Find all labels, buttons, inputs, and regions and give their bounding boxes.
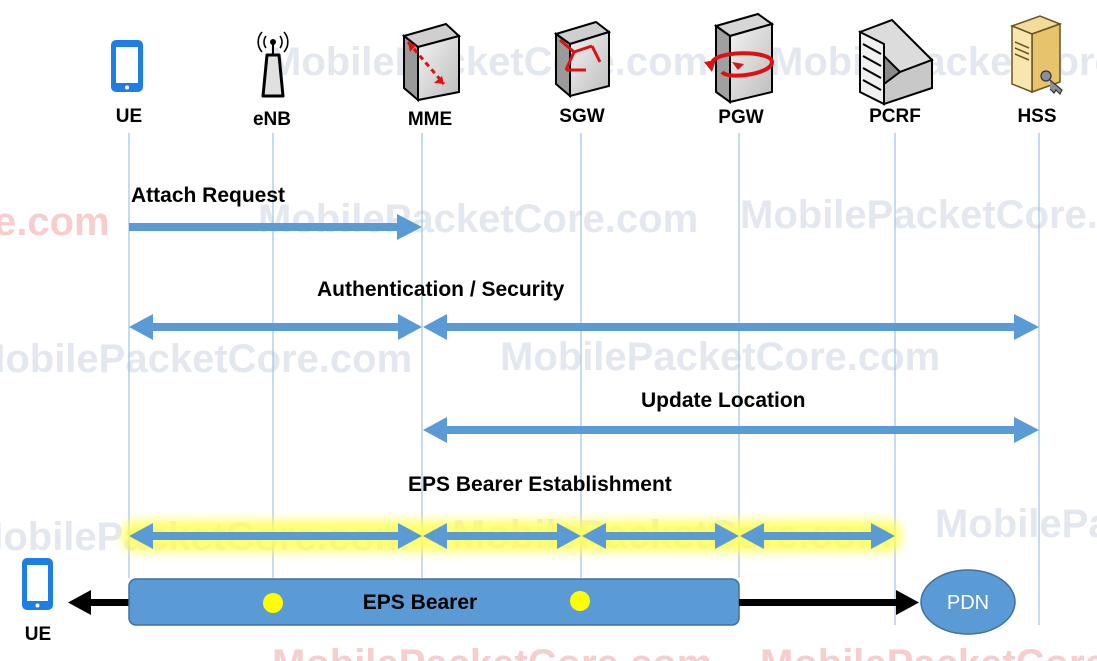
tower-server-key-icon bbox=[1009, 15, 1063, 96]
ue-endpoint-label: UE bbox=[25, 624, 51, 645]
server-rack-icon bbox=[858, 18, 934, 106]
arrow-eps-mme-sgw bbox=[423, 523, 581, 549]
black-arrow-right bbox=[739, 590, 919, 615]
watermark: MobilePacketCore.com bbox=[500, 335, 940, 379]
router-icon bbox=[553, 20, 612, 99]
message-label-update-location: Update Location bbox=[641, 389, 806, 412]
arrow-eps-pgw-pcrf bbox=[740, 523, 895, 549]
arrow-update-location bbox=[423, 417, 1039, 443]
watermark-text: MobilePacketCore.com bbox=[272, 642, 712, 661]
node-label-sgw: SGW bbox=[559, 106, 604, 127]
node-label-hss: HSS bbox=[1017, 106, 1056, 127]
pdn-node bbox=[920, 569, 1016, 635]
watermark: MobilePacketCore.com bbox=[258, 197, 698, 241]
arrow-eps-sgw-pgw bbox=[582, 523, 739, 549]
gateway-icon bbox=[704, 12, 775, 104]
bearer-marker-enb bbox=[263, 593, 283, 613]
watermark-text: MobilePacketCore.com bbox=[0, 337, 412, 381]
arrow-authentication-ue-mme bbox=[129, 314, 422, 340]
message-label-eps-bearer-establishment: EPS Bearer Establishment bbox=[408, 473, 672, 496]
eps-bearer-label: EPS Bearer bbox=[363, 591, 477, 614]
arrow-eps-ue-mme bbox=[129, 523, 422, 549]
watermark: MobilePacketCore.com bbox=[760, 642, 1097, 661]
black-arrow-left bbox=[68, 590, 130, 615]
watermark-text: MobilePacketCore.com bbox=[935, 502, 1097, 546]
arrow-attach-request bbox=[129, 214, 422, 240]
watermark: MobilePacketCore.com bbox=[740, 193, 1097, 237]
watermark: MobilePacketCore.com bbox=[272, 642, 712, 661]
node-label-enb: eNB bbox=[253, 109, 291, 130]
node-label-pgw: PGW bbox=[718, 107, 763, 128]
watermark-text: MobilePacketCore.com bbox=[740, 193, 1097, 237]
pdn-label: PDN bbox=[947, 592, 989, 614]
smartphone-icon bbox=[111, 40, 143, 92]
arrows-eps-bearer-establishment bbox=[129, 523, 895, 549]
watermark: MobilePacketCore.com bbox=[0, 337, 412, 381]
watermark: MobilePacketCore.com bbox=[268, 40, 708, 84]
node-label-pcrf: PCRF bbox=[869, 106, 921, 127]
watermark-text: MobilePacketCore.com bbox=[760, 642, 1097, 661]
bearer-marker-sgw bbox=[570, 591, 590, 611]
watermark-text: MobilePacketCore.com bbox=[500, 335, 940, 379]
watermark: e.com bbox=[0, 200, 110, 244]
watermark-layer: MobilePacketCore.com MobilePacketCore.co… bbox=[0, 40, 1097, 661]
smartphone-icon bbox=[22, 558, 53, 610]
message-label-attach-request: Attach Request bbox=[131, 184, 285, 207]
arrow-authentication-mme-hss bbox=[423, 314, 1039, 340]
antenna-icon bbox=[257, 31, 289, 98]
message-label-authentication-security: Authentication / Security bbox=[317, 278, 565, 301]
watermark-text: e.com bbox=[0, 200, 110, 244]
node-label-ue: UE bbox=[116, 106, 142, 127]
watermark-text: MobilePacketCore.com bbox=[258, 197, 698, 241]
node-label-mme: MME bbox=[408, 109, 452, 130]
mme-server-icon bbox=[401, 22, 462, 103]
watermark: MobilePacketCore.com bbox=[935, 502, 1097, 546]
watermark-text: MobilePacketCore.com bbox=[268, 40, 708, 84]
